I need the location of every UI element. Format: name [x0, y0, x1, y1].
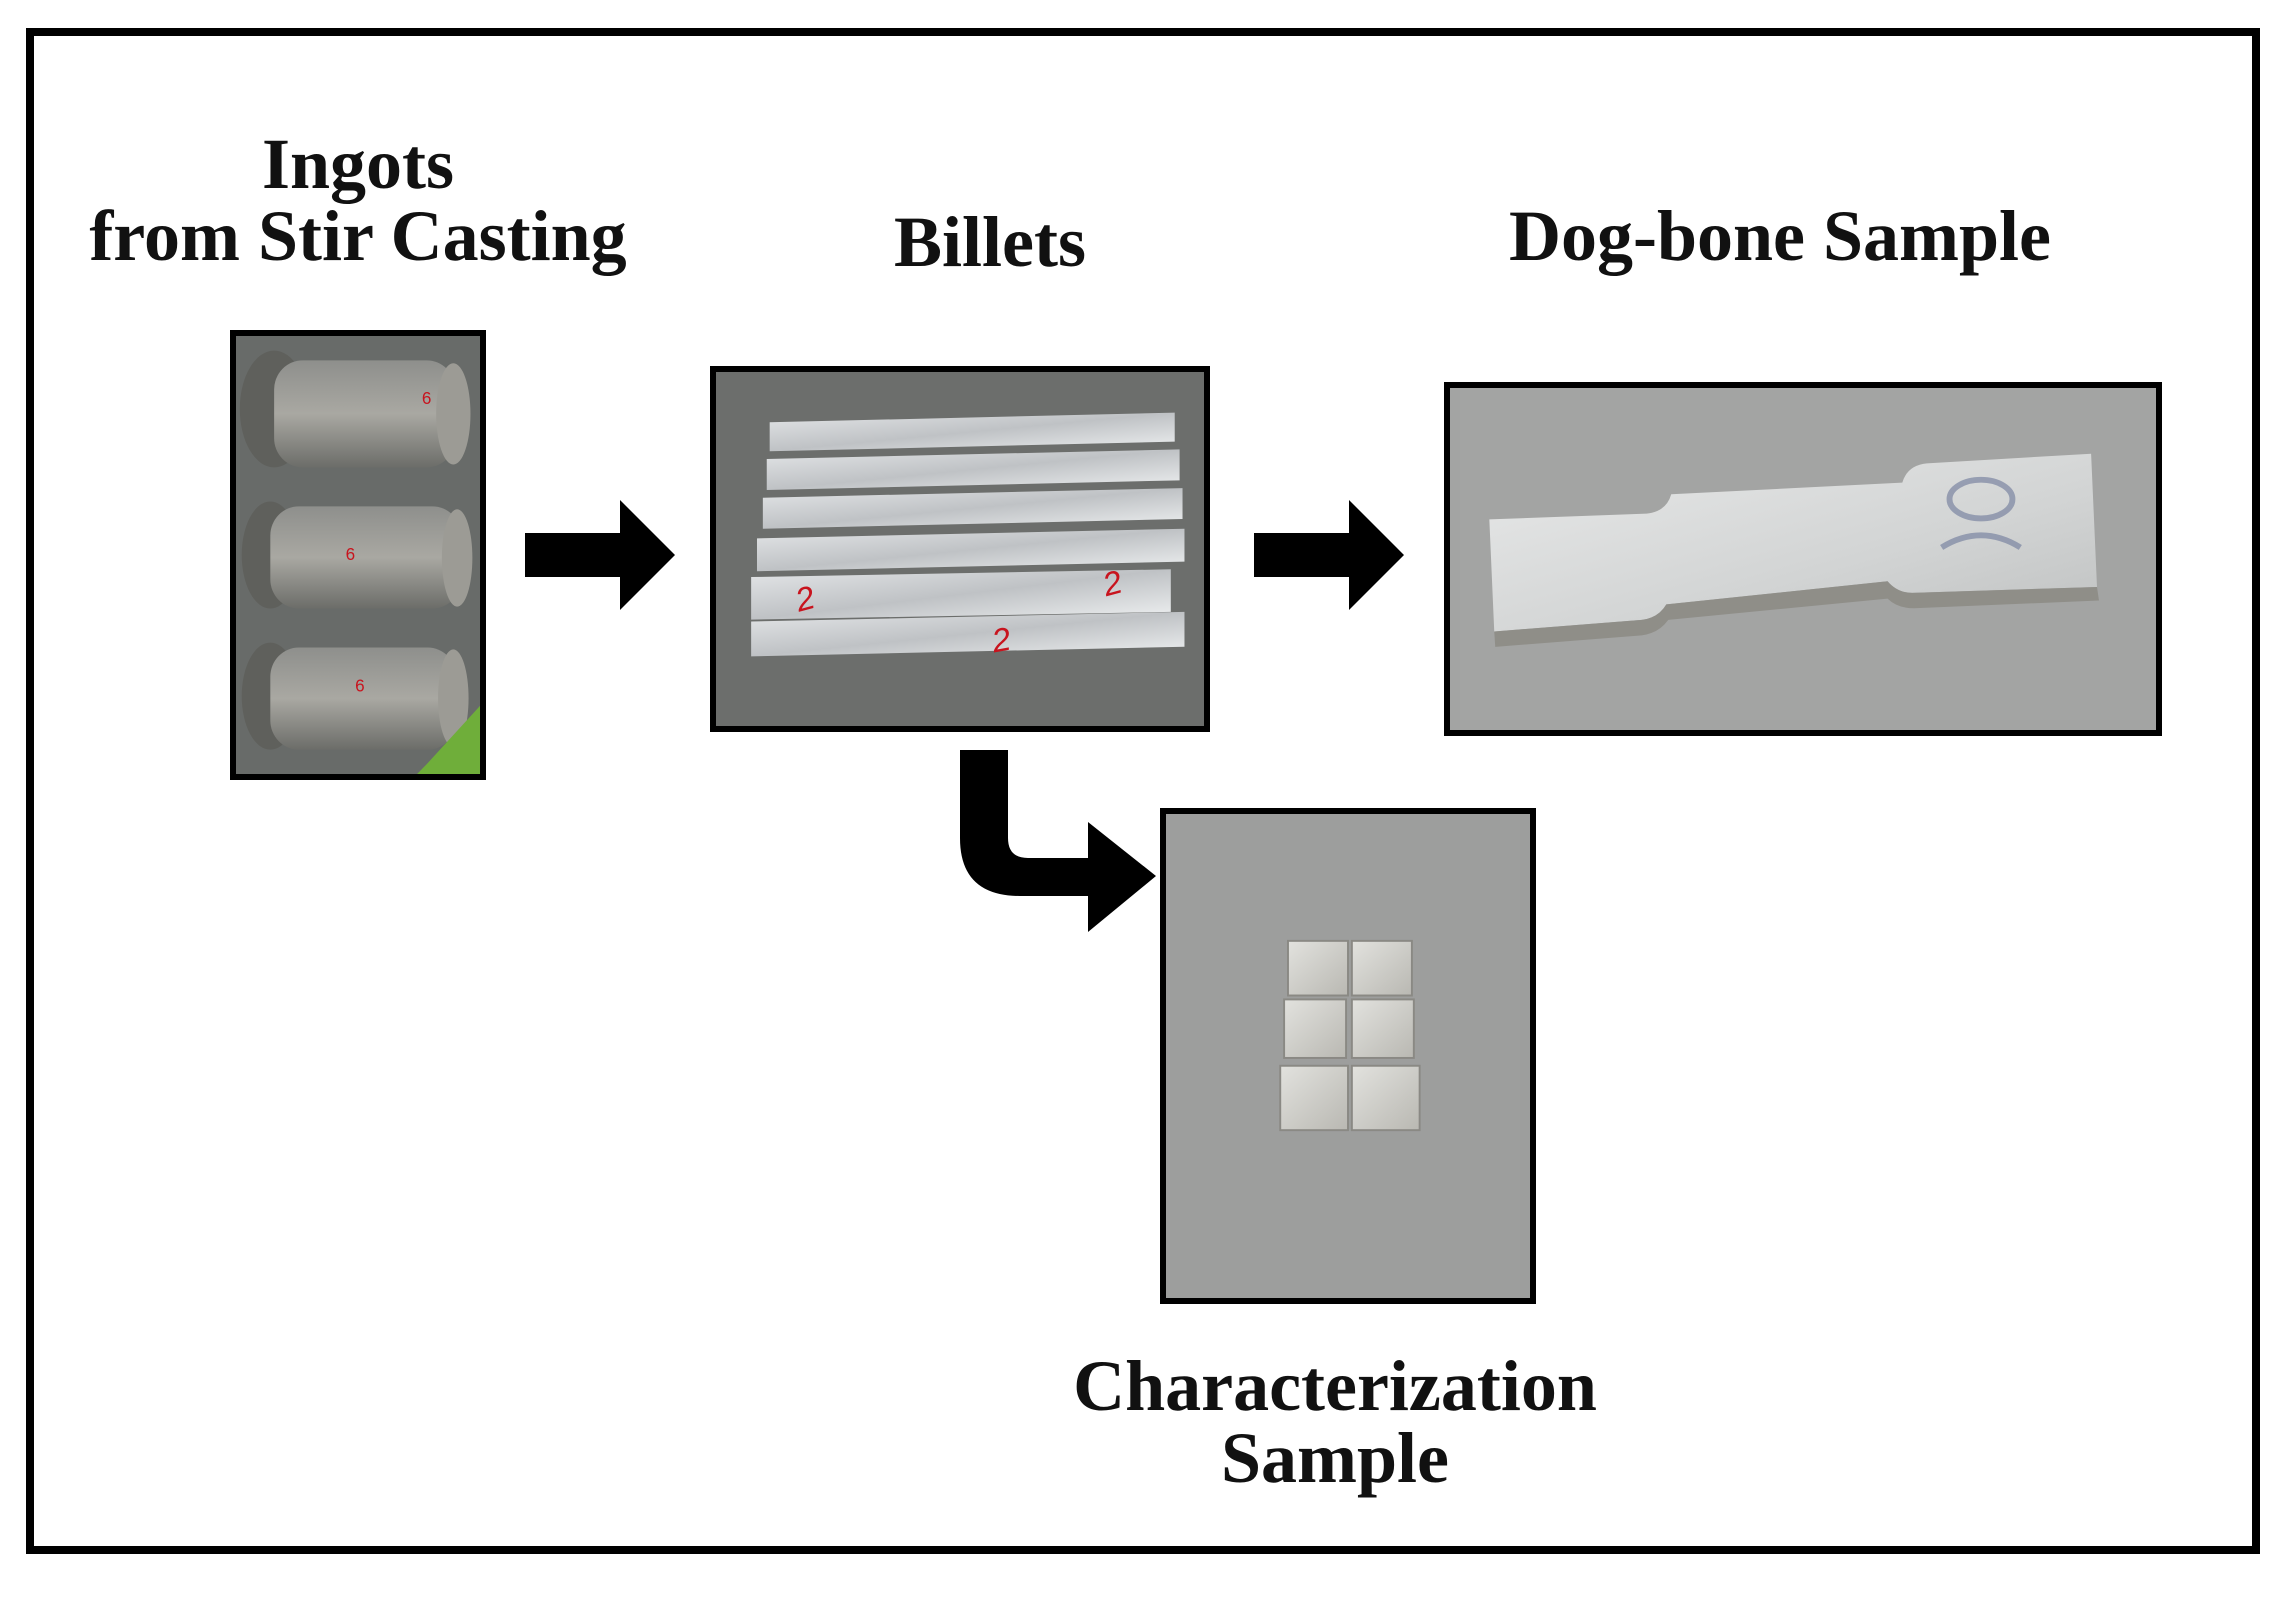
- diagram-frame: [26, 28, 2260, 1554]
- billets-photo: 2 2 2: [710, 366, 1210, 732]
- label-billets: Billets: [894, 202, 1086, 282]
- ingot-mark-2: 6: [346, 544, 356, 564]
- label-dogbone: Dog-bone Sample: [1508, 196, 2052, 276]
- dogbone-image: [1450, 388, 2156, 730]
- ingot-2: [241, 501, 473, 609]
- arrow-right-icon: [1254, 500, 1404, 610]
- label-ingots-line2: from Stir Casting: [89, 196, 627, 276]
- sample-cubes: [1279, 939, 1421, 1132]
- label-characterization: Characterization: [1073, 1346, 1597, 1426]
- ingot-mark-3: 6: [355, 675, 365, 695]
- billets-image: 2 2 2: [716, 372, 1204, 726]
- ingots-photo: 6 6 6: [230, 330, 486, 780]
- arrow-right-icon: [525, 500, 675, 610]
- characterization-image: [1166, 814, 1530, 1298]
- dogbone-photo: [1444, 382, 2162, 736]
- ingot-1: [239, 350, 471, 468]
- ingot-mark-1: 6: [422, 388, 432, 408]
- characterization-photo: [1160, 808, 1536, 1304]
- label-sample: Sample: [1220, 1418, 1450, 1498]
- arrow-bent-down-right-icon: [960, 750, 1156, 932]
- label-ingots-line1: Ingots: [261, 124, 455, 204]
- ingot-3: [241, 642, 469, 750]
- ingots-image: 6 6 6: [236, 336, 480, 774]
